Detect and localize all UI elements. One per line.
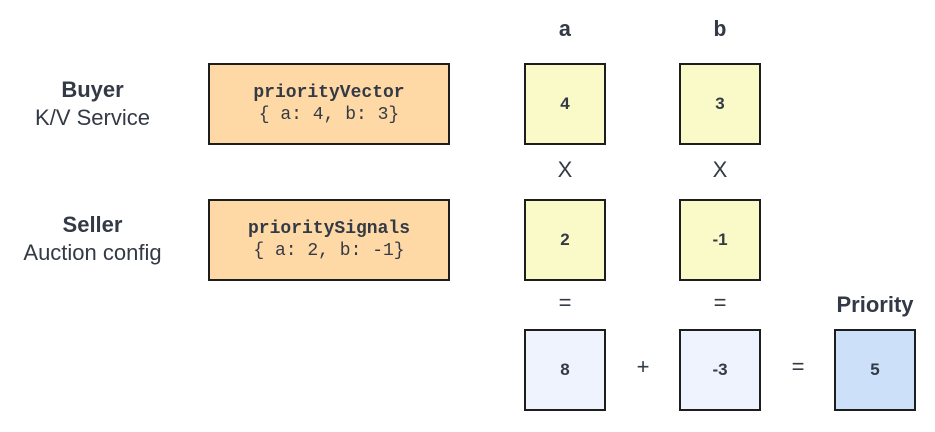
- vector-b-cell: 3: [679, 63, 761, 145]
- plus-operator: +: [636, 354, 650, 379]
- seller-subtitle: Auction config: [23, 240, 162, 265]
- buyer-title: Buyer: [61, 77, 124, 102]
- priority-signals-name: prioritySignals: [247, 219, 411, 239]
- priority-vector-box: priorityVector { a: 4, b: 3}: [208, 63, 450, 145]
- signals-b-cell: -1: [679, 199, 761, 281]
- priority-signals-box: prioritySignals { a: 2, b: -1}: [208, 199, 450, 281]
- vector-a-cell: 4: [524, 63, 606, 145]
- seller-title: Seller: [62, 212, 123, 237]
- priority-signals-value: { a: 2, b: -1}: [253, 241, 405, 261]
- priority-vector-value: { a: 4, b: 3}: [258, 105, 400, 125]
- product-a-cell: 8: [524, 329, 606, 411]
- column-header-a: a: [558, 18, 572, 43]
- priority-label: Priority: [836, 292, 914, 317]
- buyer-subtitle: K/V Service: [35, 105, 150, 130]
- multiply-operator-a: X: [557, 157, 573, 182]
- multiply-operator-b: X: [712, 157, 728, 182]
- buyer-label: Buyer K/V Service: [0, 76, 185, 132]
- equals-operator-a: =: [558, 290, 572, 315]
- product-b-cell: -3: [679, 329, 761, 411]
- column-header-b: b: [713, 18, 727, 43]
- equals-operator-b: =: [713, 290, 727, 315]
- seller-label: Seller Auction config: [0, 211, 185, 267]
- result-equals-operator: =: [791, 354, 805, 379]
- priority-vector-name: priorityVector: [253, 83, 405, 103]
- signals-a-cell: 2: [524, 199, 606, 281]
- priority-value-cell: 5: [834, 329, 916, 411]
